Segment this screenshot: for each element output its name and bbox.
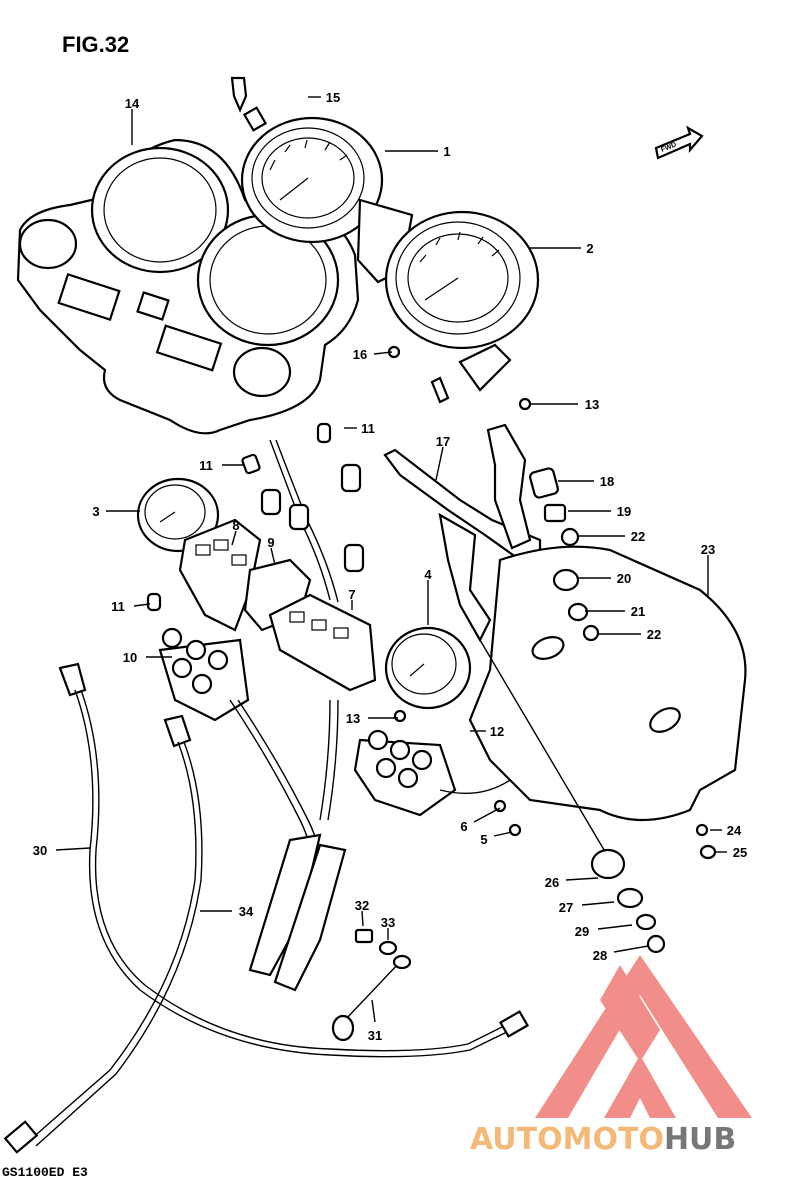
model-code: GS1100ED E3 — [2, 1165, 88, 1180]
callout-leader-32 — [361, 910, 364, 927]
callout-leader-30 — [55, 847, 91, 851]
callout-label-26: 26 — [545, 875, 559, 890]
callout-label-3: 3 — [92, 504, 99, 519]
callout-label-27: 27 — [559, 900, 573, 915]
watermark-hub: HUB — [664, 1122, 736, 1157]
callout-label-22: 22 — [631, 529, 645, 544]
bulb-socket-cluster-12 — [353, 729, 457, 817]
callout-leader-9 — [270, 547, 276, 566]
callout-label-11: 11 — [361, 421, 375, 436]
callout-label-11: 11 — [199, 458, 213, 473]
meter-cover-23 — [468, 545, 747, 822]
callout-label-11: 11 — [111, 599, 125, 614]
callout-leader-11 — [133, 603, 151, 607]
callout-label-2: 2 — [586, 241, 593, 256]
callout-label-33: 33 — [381, 915, 395, 930]
callout-leader-28 — [613, 945, 649, 953]
callout-label-8: 8 — [232, 518, 239, 533]
callout-leader-17 — [435, 446, 444, 481]
callout-label-31: 31 — [368, 1028, 382, 1043]
callout-label-21: 21 — [631, 604, 645, 619]
figure-title: FIG.32 — [62, 32, 129, 57]
callout-label-19: 19 — [617, 504, 631, 519]
hardware-screws — [230, 76, 717, 1042]
bulb-socket-cluster-10 — [158, 627, 250, 722]
callout-leader-8 — [231, 530, 237, 546]
callout-leader-6 — [473, 807, 501, 823]
watermark-auto: AUTO — [470, 1122, 563, 1157]
callout-leader-31 — [371, 999, 376, 1023]
indicator-housings — [178, 518, 377, 692]
callout-label-18: 18 — [600, 474, 614, 489]
automotohub-logo — [535, 955, 752, 1118]
callout-label-17: 17 — [436, 434, 450, 449]
fuel-gauge-4 — [384, 626, 472, 710]
watermark-text: AUTOMOTOHUB — [470, 1122, 736, 1157]
callout-label-12: 12 — [490, 724, 504, 739]
callout-leader-29 — [597, 924, 633, 930]
bulb-sockets-11 — [146, 422, 365, 612]
callout-leader-27 — [581, 901, 615, 906]
callout-label-10: 10 — [123, 650, 137, 665]
callout-label-23: 23 — [701, 542, 715, 557]
callout-label-7: 7 — [348, 587, 355, 602]
callout-label-1: 1 — [443, 144, 450, 159]
callout-leader-26 — [565, 877, 599, 881]
callout-label-29: 29 — [575, 924, 589, 939]
callout-label-9: 9 — [267, 535, 274, 550]
callout-label-22: 22 — [647, 627, 661, 642]
callout-label-5: 5 — [480, 832, 487, 847]
callout-label-4: 4 — [424, 567, 432, 582]
watermark-moto: MOTO — [563, 1122, 664, 1157]
callout-leader-5 — [493, 831, 513, 837]
callout-label-13: 13 — [585, 397, 599, 412]
callout-label-24: 24 — [727, 823, 742, 838]
callout-leader-16 — [373, 351, 393, 355]
callout-label-34: 34 — [239, 904, 254, 919]
callout-label-13: 13 — [346, 711, 360, 726]
forward-arrow-icon: FWD — [654, 125, 704, 160]
speedometer-2 — [384, 210, 540, 404]
callout-label-15: 15 — [326, 90, 340, 105]
meter-cable-34 — [3, 714, 203, 1154]
wiring-harness — [229, 439, 611, 992]
meter-cable-30 — [58, 662, 530, 1058]
callout-label-20: 20 — [617, 571, 631, 586]
callout-label-28: 28 — [593, 948, 607, 963]
callout-label-16: 16 — [353, 347, 367, 362]
temperature-gauge-3 — [136, 477, 220, 553]
grommet-group — [529, 467, 600, 642]
callout-label-25: 25 — [733, 845, 747, 860]
callout-label-6: 6 — [460, 819, 467, 834]
callout-label-14: 14 — [125, 96, 140, 111]
callout-label-30: 30 — [33, 843, 47, 858]
tachometer-1 — [240, 116, 414, 284]
bracket-17 — [383, 423, 542, 643]
callout-label-32: 32 — [355, 898, 369, 913]
